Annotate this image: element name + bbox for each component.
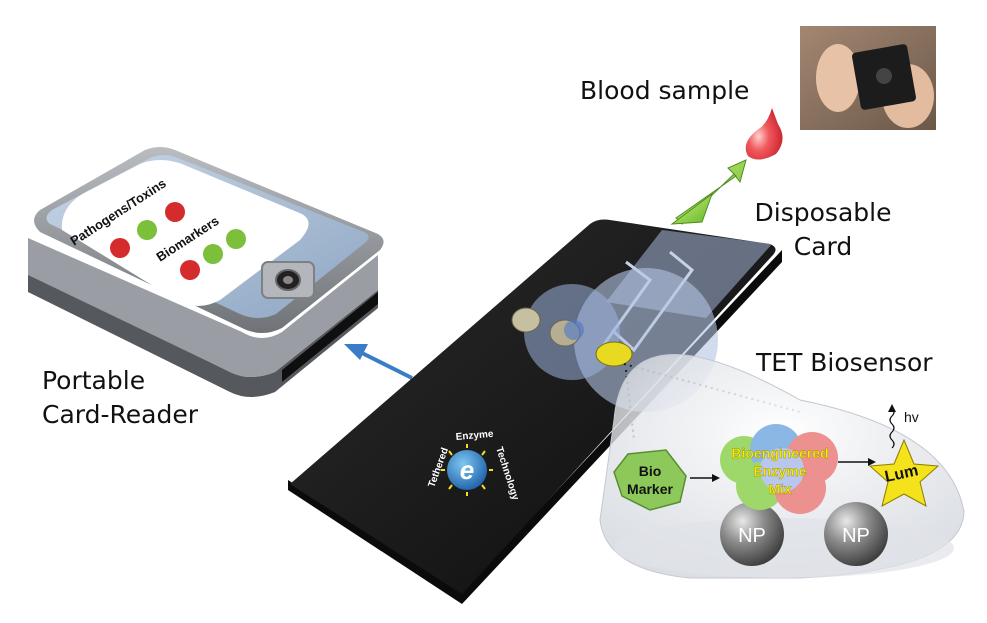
biomarker-line2: Marker — [627, 481, 673, 497]
lum-star — [868, 438, 940, 507]
reagent-well-1 — [511, 307, 541, 333]
card-slot — [282, 292, 378, 382]
enzyme-line2: Enzyme — [754, 463, 807, 479]
np-right-label: NP — [842, 525, 870, 547]
np-left-label: NP — [738, 525, 766, 547]
blood-sample-label: Blood sample — [580, 76, 750, 105]
enzyme-line1: Bioengineered — [731, 445, 828, 461]
sample-photo — [800, 26, 936, 130]
led-green-1 — [137, 220, 157, 240]
card-reader-screen — [61, 160, 309, 306]
nanoparticle-right — [824, 502, 888, 566]
biosensor-dome: NP NP Bioengineered Enzyme Mix Bio Marke… — [599, 354, 965, 579]
enzyme-line3: Mix — [768, 481, 792, 497]
enzyme-mix-cloud — [720, 424, 838, 514]
card-reader-label-line1: Portable — [42, 366, 146, 395]
led-green-3 — [203, 244, 223, 264]
biomarker-line1: Bio — [639, 463, 662, 479]
disposable-card-label-line2: Card — [793, 232, 853, 261]
card-reader-label: Portable Card-Reader — [42, 364, 198, 432]
insert-arrow — [344, 344, 413, 380]
logo-letter: e — [460, 455, 474, 485]
photon-wave — [889, 407, 895, 449]
disposable-card-label: Disposable Card — [748, 196, 898, 264]
tet-biosensor-label: TET Biosensor — [756, 348, 933, 377]
lum-label: Lum — [883, 462, 920, 486]
led-green-2 — [226, 229, 246, 249]
sensor-spot — [595, 341, 633, 367]
led-red-1 — [165, 202, 185, 222]
nanoparticle-left — [720, 502, 784, 566]
card-reader: Pathogens/Toxins Biomarkers — [28, 147, 384, 397]
photon-label: hv — [904, 409, 919, 425]
reagent-well-3 — [564, 320, 584, 340]
blood-drop — [745, 108, 783, 160]
logo-word-enzyme: Enzyme — [455, 429, 494, 443]
disposable-card-label-line1: Disposable — [754, 198, 892, 227]
sample-arrow — [670, 159, 747, 225]
card-reader-label-line2: Card-Reader — [42, 400, 198, 429]
card-reader-side — [28, 238, 378, 377]
biomarker-shape — [613, 449, 687, 511]
led-red-3 — [180, 260, 200, 280]
led-red-2 — [110, 238, 130, 258]
